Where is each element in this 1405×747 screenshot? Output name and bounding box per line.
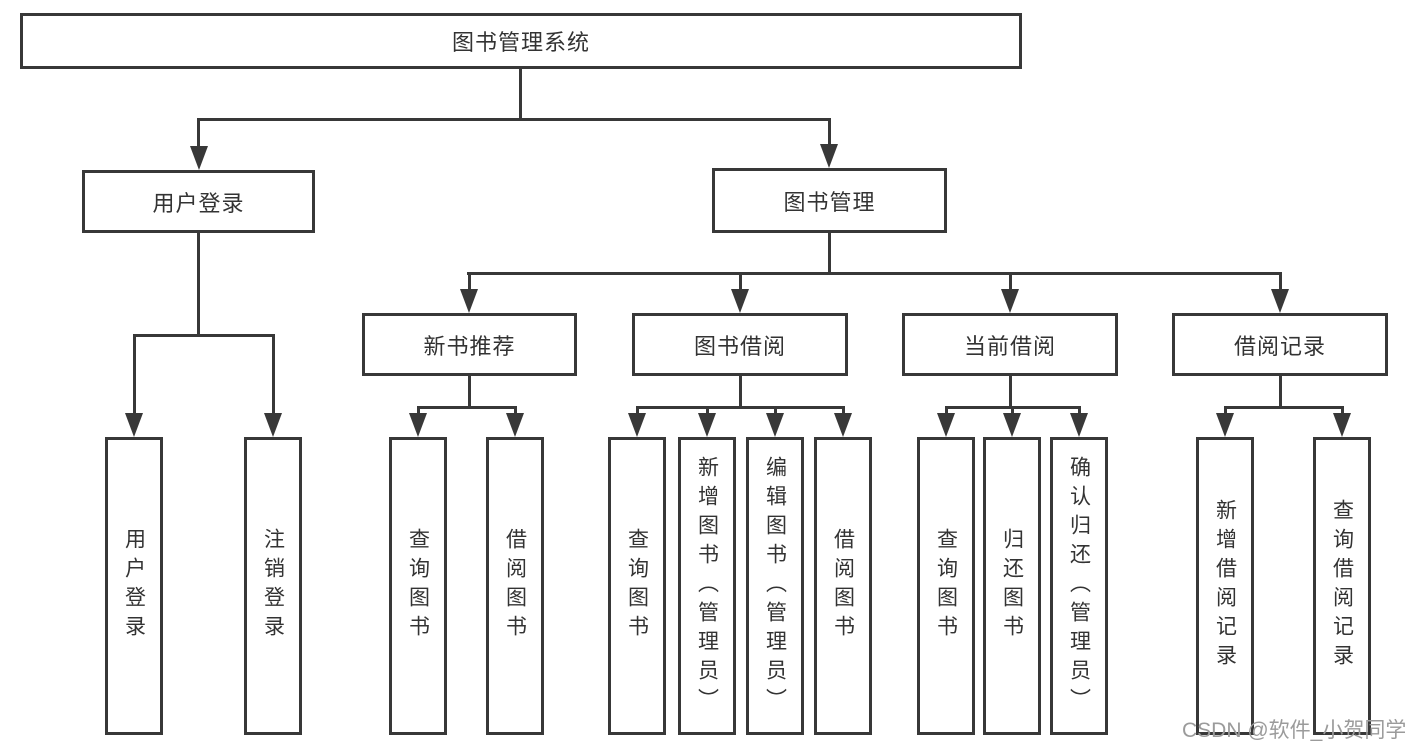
leaf-logout: 注销登录: [244, 437, 302, 735]
connector-line: [417, 406, 517, 409]
leaf-current-return-book-label: 归还图书: [1000, 528, 1024, 644]
arrow-down-icon: [1216, 413, 1234, 437]
connector-line: [197, 118, 831, 121]
leaf-record-add-record: 新增借阅记录: [1196, 437, 1254, 735]
arrow-down-icon: [937, 413, 955, 437]
connector-line: [828, 233, 831, 275]
connector-line: [636, 406, 639, 416]
arrow-down-icon: [628, 413, 646, 437]
leaf-record-add-record-label: 新增借阅记录: [1213, 499, 1237, 673]
connector-line: [519, 69, 522, 121]
connector-line: [1341, 406, 1344, 416]
node-borrow-record-label: 借阅记录: [1233, 333, 1326, 359]
node-book-management: 图书管理: [712, 168, 947, 233]
leaf-borrow-add-book-admin: 新增图书（管理员）: [678, 437, 736, 735]
arrow-down-icon: [506, 413, 524, 437]
leaf-borrow-query-book-label: 查询图书: [625, 528, 649, 644]
leaf-recommend-borrow-book: 借阅图书: [486, 437, 544, 735]
arrow-down-icon: [820, 144, 838, 168]
csdn-watermark: CSDN @软件_小贺同学: [1182, 719, 1405, 742]
arrow-down-icon: [698, 413, 716, 437]
connector-line: [468, 375, 471, 409]
connector-line: [1078, 406, 1081, 416]
connector-line: [1224, 406, 1227, 416]
arrow-down-icon: [1271, 289, 1289, 313]
arrow-down-icon: [409, 413, 427, 437]
node-current-borrow: 当前借阅: [902, 313, 1118, 376]
connector-line: [945, 406, 948, 416]
node-book-borrow-label: 图书借阅: [693, 333, 786, 359]
connector-line: [417, 406, 420, 416]
node-root: 图书管理系统: [20, 13, 1022, 69]
connector-line: [739, 272, 742, 292]
connector-line: [133, 334, 275, 337]
connector-line: [468, 272, 471, 292]
arrow-down-icon: [1333, 413, 1351, 437]
node-book-management-label: 图书管理: [783, 189, 876, 215]
leaf-recommend-query-book-label: 查询图书: [406, 528, 430, 644]
connector-line: [774, 406, 777, 416]
leaf-borrow-borrow-book-label: 借阅图书: [831, 528, 855, 644]
leaf-borrow-edit-book-admin-label: 编辑图书（管理员）: [763, 455, 787, 717]
node-new-book-recommend-label: 新书推荐: [423, 333, 516, 359]
leaf-user-login: 用户登录: [105, 437, 163, 735]
connector-line: [272, 334, 275, 416]
leaf-recommend-query-book: 查询图书: [389, 437, 447, 735]
leaf-current-query-book: 查询图书: [917, 437, 975, 735]
node-current-borrow-label: 当前借阅: [963, 333, 1056, 359]
node-book-borrow: 图书借阅: [632, 313, 848, 376]
connector-line: [1279, 375, 1282, 409]
leaf-current-confirm-return-admin-label: 确认归还（管理员）: [1067, 455, 1091, 717]
node-root-label: 图书管理系统: [451, 30, 590, 55]
arrow-down-icon: [1070, 413, 1088, 437]
arrow-down-icon: [190, 146, 208, 170]
leaf-borrow-borrow-book: 借阅图书: [814, 437, 872, 735]
connector-line: [842, 406, 845, 416]
leaf-current-confirm-return-admin: 确认归还（管理员）: [1050, 437, 1108, 735]
arrow-down-icon: [834, 413, 852, 437]
arrow-down-icon: [125, 413, 143, 437]
arrow-down-icon: [766, 413, 784, 437]
connector-line: [1224, 406, 1343, 409]
connector-line: [514, 406, 517, 416]
leaf-current-query-book-label: 查询图书: [934, 528, 958, 644]
node-user-login: 用户登录: [82, 170, 315, 233]
arrow-down-icon: [1003, 413, 1021, 437]
leaf-record-query-record-label: 查询借阅记录: [1330, 499, 1354, 673]
connector-line: [1009, 272, 1012, 292]
leaf-borrow-add-book-admin-label: 新增图书（管理员）: [695, 455, 719, 717]
leaf-borrow-edit-book-admin: 编辑图书（管理员）: [746, 437, 804, 735]
connector-line: [1279, 272, 1282, 292]
leaf-user-login-label: 用户登录: [122, 528, 146, 644]
arrow-down-icon: [731, 289, 749, 313]
connector-line: [197, 118, 200, 148]
connector-line: [1009, 375, 1012, 409]
arrow-down-icon: [264, 413, 282, 437]
arrow-down-icon: [460, 289, 478, 313]
connector-line: [197, 233, 200, 337]
node-new-book-recommend: 新书推荐: [362, 313, 577, 376]
leaf-record-query-record: 查询借阅记录: [1313, 437, 1371, 735]
leaf-current-return-book: 归还图书: [983, 437, 1041, 735]
connector-line: [706, 406, 709, 416]
leaf-logout-label: 注销登录: [261, 528, 285, 644]
node-borrow-record: 借阅记录: [1172, 313, 1388, 376]
connector-line: [636, 406, 844, 409]
connector-line: [133, 334, 136, 416]
arrow-down-icon: [1001, 289, 1019, 313]
leaf-borrow-query-book: 查询图书: [608, 437, 666, 735]
connector-line: [739, 375, 742, 409]
leaf-recommend-borrow-book-label: 借阅图书: [503, 528, 527, 644]
connector-line: [828, 118, 831, 146]
connector-line: [1011, 406, 1014, 416]
node-user-login-label: 用户登录: [152, 190, 245, 216]
connector-line: [467, 272, 1281, 275]
